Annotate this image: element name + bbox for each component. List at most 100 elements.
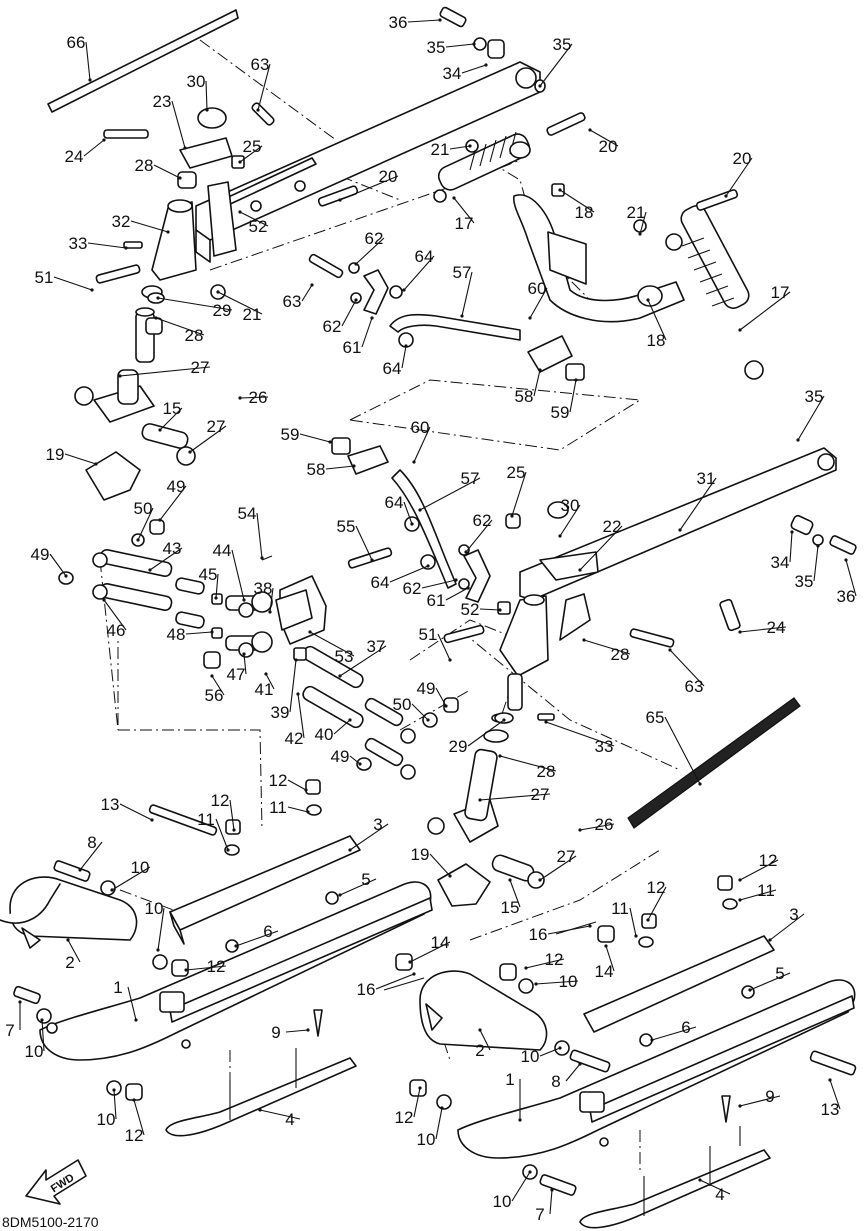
callout-number: 10 [493,1192,512,1211]
callout-number: 15 [501,898,520,917]
leader-line [403,501,413,525]
leader-line [67,939,81,963]
leader-end [588,128,592,132]
leader-end [328,440,332,444]
leader-line [239,145,263,163]
leader-line [239,396,269,399]
callout-number: 6 [681,1018,690,1037]
leader-end [306,810,310,814]
callout-number: 17 [771,283,790,302]
leader-line [215,818,229,851]
leader-end [472,42,476,46]
leader-end [354,298,358,302]
callout-number: 25 [507,463,526,482]
fwd-arrow-icon: FWD [25,1159,87,1205]
callout-number: 62 [365,229,384,248]
leader-line [529,287,548,319]
leader-end [216,290,220,294]
callout-number: 13 [101,795,120,814]
leader-end [426,718,430,722]
leader-end [88,78,92,82]
leader-end [358,762,362,766]
callout-number: 28 [185,326,204,345]
leader-line [419,477,481,511]
leader-line [287,779,307,791]
leader-end [205,108,209,112]
callout-number: 27 [207,417,226,436]
callout-number: 57 [453,263,472,282]
leader-line [64,453,97,465]
leader-line [429,853,451,877]
leader-line [589,129,619,147]
leader-end [238,210,242,214]
callout-number: 3 [789,905,798,924]
callout-number: 34 [771,553,790,572]
leader-line [445,43,475,48]
leader-line [87,242,127,249]
leader-end [110,888,114,892]
leader-end [796,438,800,442]
leader-line [269,587,274,613]
callout-number: 21 [627,203,646,222]
callout-number: 49 [167,477,186,496]
callout-number: 62 [323,317,342,336]
leader-line [341,299,357,327]
callout-number: 12 [545,950,564,969]
leader-end [238,396,242,400]
leader-end [444,704,448,708]
callout-number: 27 [557,847,576,866]
leader-line [333,719,351,735]
leader-end [478,1028,482,1032]
leader-line [389,565,429,583]
leader-end [404,344,408,348]
callout-number: 1 [505,1070,514,1089]
leader-line [239,211,269,227]
leader-end [338,893,342,897]
leader-line [533,369,541,397]
leader-end [582,638,586,642]
callout-number: 18 [575,203,594,222]
leader-line [355,525,373,561]
callout-number: 27 [531,785,550,804]
leader-line [629,907,637,937]
callout-number: 63 [685,677,704,696]
callout-number: 52 [249,217,268,236]
leader-end [242,598,246,602]
callout-number: 28 [537,762,556,781]
callout-number: 65 [646,708,665,727]
callout-number: 39 [271,703,290,722]
leader-end [124,246,128,250]
leader-end [724,194,728,198]
leader-line [813,545,819,582]
leader-line [265,673,275,690]
leader-line [211,675,225,696]
callout-number: 8 [551,1072,560,1091]
leader-end [538,84,542,88]
leader-line [159,485,187,521]
leader-end [268,610,272,614]
leader-line [119,366,211,377]
leader-end [102,138,106,142]
callout-number: 48 [167,625,186,644]
callout-number: 34 [443,64,462,83]
leader-end [528,316,532,320]
callout-number: 4 [715,1185,724,1204]
callout-number: 20 [599,137,618,156]
leader-line [285,1029,309,1033]
leader-line [301,284,313,302]
callout-number: 58 [307,460,326,479]
callout-number: 24 [767,618,786,637]
leader-end [508,878,512,882]
leader-end [448,658,452,662]
callout-number: 12 [647,878,666,897]
leader-end [558,188,562,192]
leader-line [539,1047,561,1057]
leader-line [547,925,591,935]
leader-end [524,966,528,970]
leader-line [569,379,577,413]
leader-end [828,1078,832,1082]
leader-line [465,519,493,553]
callout-number: 10 [521,1047,540,1066]
leader-end [574,378,578,382]
